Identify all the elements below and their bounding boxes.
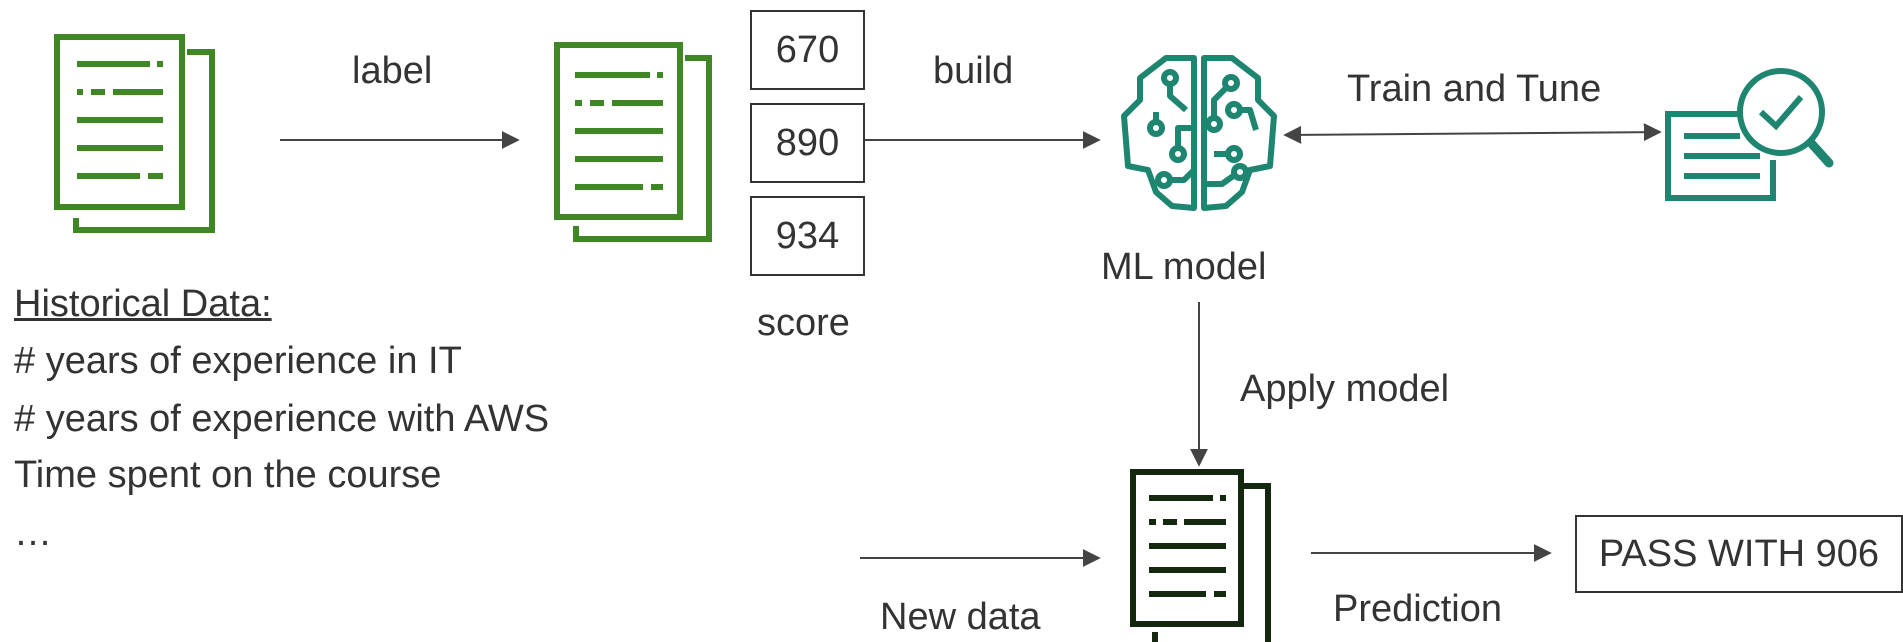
historical-data-item: … bbox=[14, 512, 52, 554]
score-box: 934 bbox=[750, 196, 865, 276]
prediction-result-box: PASS WITH 906 bbox=[1575, 515, 1903, 593]
brain-circuit-icon bbox=[1121, 55, 1277, 211]
train-and-tune-step: Train and Tune bbox=[1347, 68, 1602, 110]
apply-model-step: Apply model bbox=[1240, 368, 1450, 410]
historical-data-item: # years of experience in IT bbox=[14, 340, 462, 382]
document-magnifier-check-icon bbox=[1665, 68, 1834, 201]
historical-data-heading: Historical Data: bbox=[14, 283, 272, 325]
new-data-step: New data bbox=[880, 596, 1041, 638]
score-box: 670 bbox=[750, 10, 865, 90]
label-step: label bbox=[352, 50, 433, 92]
historical-document-icon bbox=[54, 34, 215, 233]
prediction-step: Prediction bbox=[1333, 588, 1502, 630]
score-label: score bbox=[757, 302, 850, 344]
historical-data-item: Time spent on the course bbox=[14, 454, 442, 496]
build-step: build bbox=[933, 50, 1014, 92]
labeled-document-icon bbox=[554, 42, 712, 242]
historical-data-item: # years of experience with AWS bbox=[14, 398, 550, 440]
ml-model-label: ML model bbox=[1101, 246, 1267, 288]
score-box: 890 bbox=[750, 103, 865, 183]
new-data-document-icon bbox=[1130, 469, 1271, 642]
arrow-train-and-tune bbox=[1283, 123, 1662, 144]
